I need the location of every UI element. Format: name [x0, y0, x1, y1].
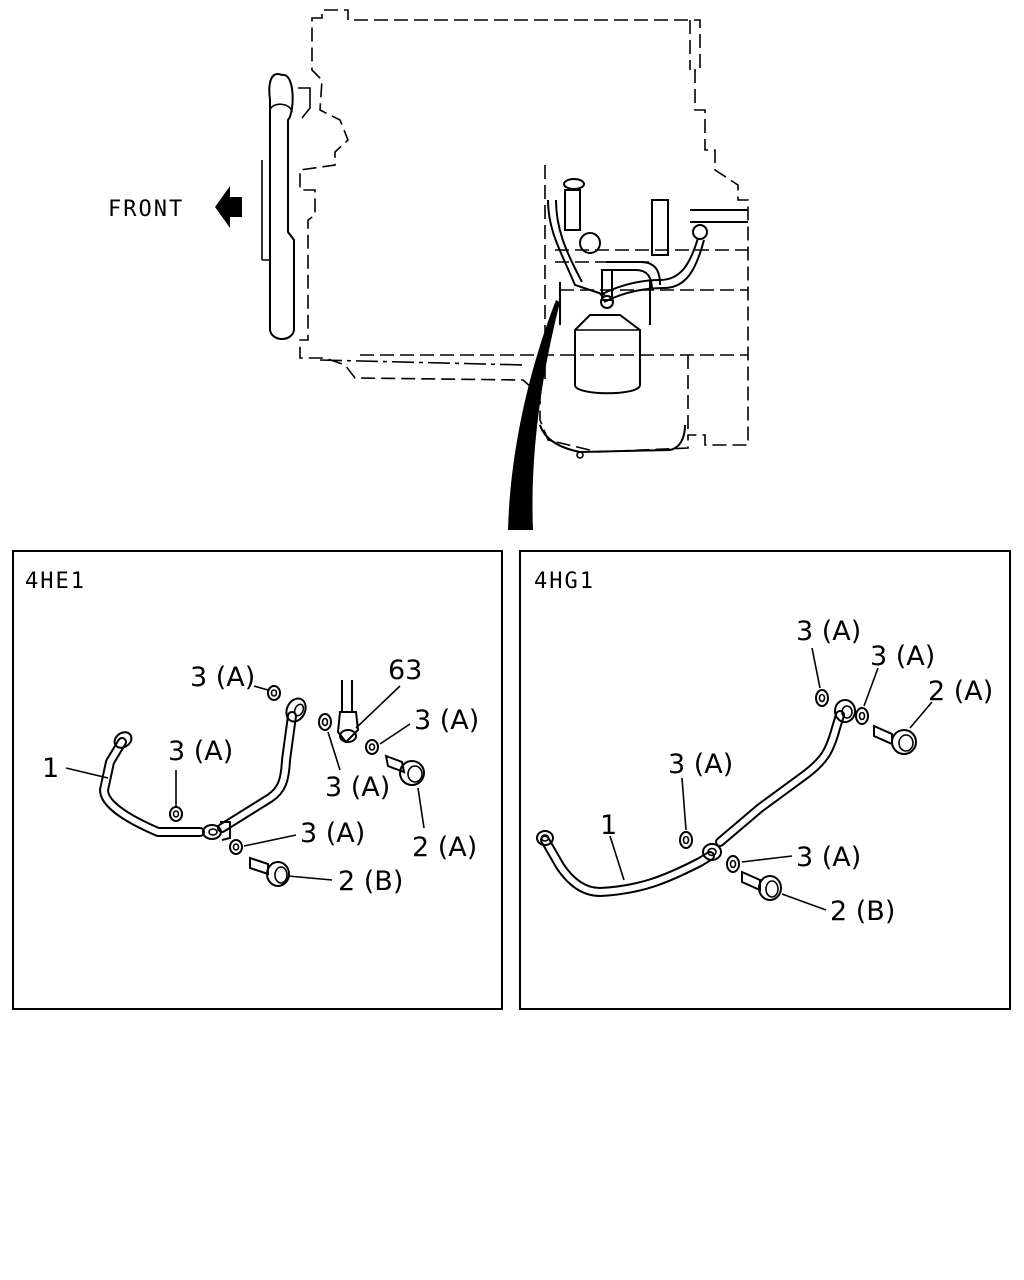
panel-4he1: 4HE1 — [12, 550, 503, 1010]
gasket-washer — [365, 739, 379, 755]
detail-pointer-wedge — [508, 300, 560, 530]
union-bolt-2b — [249, 856, 290, 887]
callout-gasket-3a: 3 (A) — [168, 736, 233, 767]
callout-gasket-3a: 3 (A) — [325, 772, 390, 803]
callout-part-1: 1 — [600, 810, 617, 841]
callout-gasket-3a: 3 (A) — [796, 616, 861, 647]
callout-gasket-3a: 3 (A) — [796, 842, 861, 873]
panel-4he1-frame — [12, 550, 503, 1010]
callout-gasket-3a: 3 (A) — [300, 818, 365, 849]
callout-part-63: 63 — [388, 655, 422, 686]
oil-pipe-1 — [99, 697, 307, 841]
oil-pressure-sensor — [336, 680, 360, 744]
arrow-left-icon — [215, 186, 242, 228]
union-bolt-2a — [873, 724, 917, 755]
callout-part-1: 1 — [42, 753, 59, 784]
panel-4he1-title: 4HE1 — [25, 569, 86, 594]
panel-4hg1: 4HG1 — [519, 550, 1011, 1010]
gasket-washer — [318, 713, 332, 731]
gasket-washer — [815, 689, 829, 707]
panel-4hg1-frame — [519, 550, 1011, 1010]
gasket-washer — [726, 855, 740, 873]
callout-bolt-2a: 2 (A) — [412, 832, 477, 863]
engine-overview: FRONT — [108, 9, 749, 530]
oil-pipe-1 — [536, 699, 856, 897]
callout-bolt-2a: 2 (A) — [928, 676, 993, 707]
gasket-washer — [229, 839, 243, 855]
gasket-washer — [679, 831, 693, 849]
callout-bolt-2b: 2 (B) — [338, 866, 403, 897]
panel-4hg1-title: 4HG1 — [534, 569, 595, 594]
union-bolt-2a — [384, 754, 425, 786]
gasket-washer — [267, 685, 281, 701]
callout-gasket-3a: 3 (A) — [190, 662, 255, 693]
callout-gasket-3a: 3 (A) — [414, 705, 479, 736]
callout-gasket-3a: 3 (A) — [870, 641, 935, 672]
gasket-washer — [855, 707, 869, 725]
union-bolt-2b — [741, 870, 782, 901]
callout-bolt-2b: 2 (B) — [830, 896, 895, 927]
callout-gasket-3a: 3 (A) — [668, 749, 733, 780]
front-label: FRONT — [108, 197, 184, 222]
gasket-washer — [169, 806, 183, 822]
